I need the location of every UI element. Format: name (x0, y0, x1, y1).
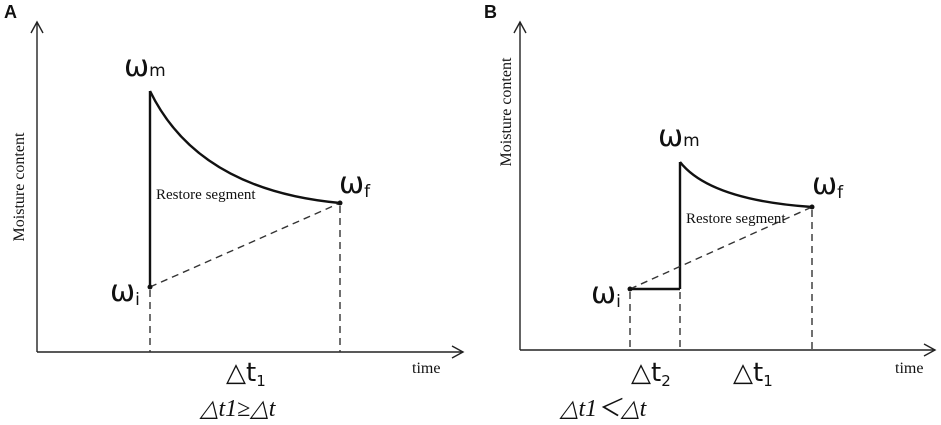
panel-a-letter: A (4, 2, 17, 22)
panel-b-delta-t1: △t1 (733, 358, 773, 390)
panel-b-letter: B (484, 2, 497, 22)
panel-a-point-i (147, 284, 153, 290)
panel-a-dashed-diagonal (149, 202, 341, 288)
panel-b-dashed-diagonal (629, 206, 813, 290)
panel-b-y-label: Moisture content (498, 57, 515, 166)
panel-a-omega-f: ωf (339, 166, 371, 202)
panel-a-restore-curve (148, 90, 341, 205)
panel-a-point-f (337, 200, 343, 206)
panel-a-x-label: time (412, 360, 440, 377)
panel-b-caption: △t1＜△t (559, 396, 648, 422)
panel-b-segment-label: Restore segment (686, 211, 786, 227)
panel-a-segment-label: Restore segment (156, 187, 256, 203)
panel-a-y-label: Moisture content (11, 132, 28, 241)
panel-b-restore-curve (679, 161, 813, 209)
panel-b-omega-i: ωi (591, 276, 621, 312)
panel-b-x-label: time (895, 360, 923, 377)
panel-b-omega-f: ωf (812, 167, 844, 203)
panel-b: B Moisture content time ωm ωf ωi Restore… (484, 2, 937, 422)
panel-a-omega-m: ωm (124, 49, 166, 84)
panel-b-omega-m: ωm (658, 119, 700, 154)
panel-b-point-f (809, 204, 815, 210)
panel-a: A Moisture content time ωm ωf ωi Restore… (4, 2, 465, 422)
panel-a-delta-t1: △t1 (226, 358, 266, 390)
panel-a-omega-i: ωi (110, 274, 140, 310)
panel-a-caption: △t1≥△t (199, 396, 277, 422)
panel-b-delta-t2: △t2 (631, 358, 671, 390)
panel-b-point-i (627, 286, 633, 292)
